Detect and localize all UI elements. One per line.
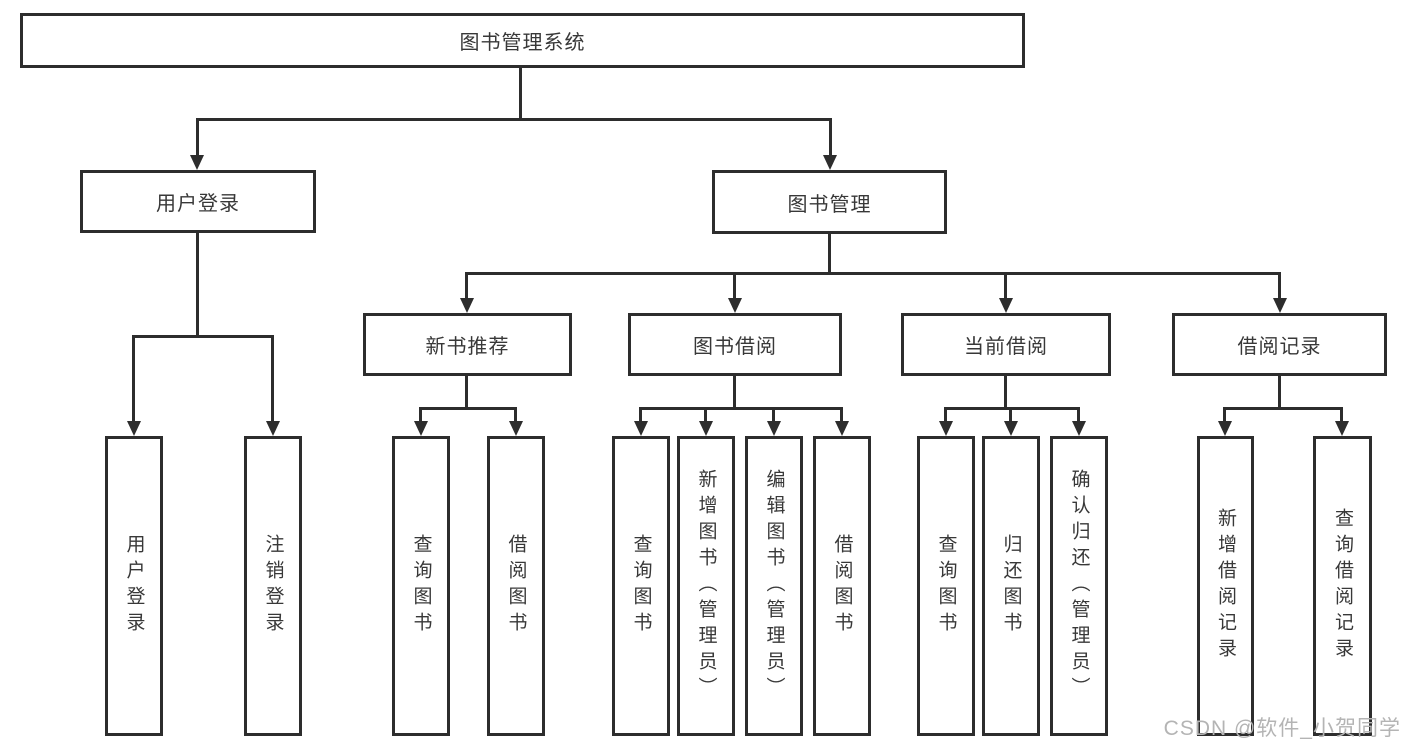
connector-line <box>1004 376 1007 408</box>
connector-line <box>519 68 522 118</box>
connector-line <box>419 407 422 421</box>
arrow-down-icon <box>190 155 204 170</box>
node-current-borrowing-label: 当前借阅 <box>964 336 1048 358</box>
node-book-borrowing: 图书借阅 <box>628 313 842 376</box>
connector-line <box>514 407 517 421</box>
connector-line <box>1009 407 1012 421</box>
leaf-confirm-return-admin-label: 确认归还（管理员） <box>1068 469 1090 703</box>
connector-line <box>1278 272 1281 299</box>
connector-line <box>465 376 468 408</box>
leaf-query-books-borrowing-label: 查询图书 <box>630 534 652 638</box>
node-new-book-recommend-label: 新书推荐 <box>425 336 510 358</box>
arrow-down-icon <box>999 298 1013 313</box>
node-root-label: 图书管理系统 <box>459 32 586 54</box>
leaf-query-borrow-record-label: 查询借阅记录 <box>1332 508 1353 664</box>
node-root: 图书管理系统 <box>20 13 1025 68</box>
connector-line <box>465 272 1281 275</box>
node-user-login-label: 用户登录 <box>156 193 240 215</box>
leaf-logout-label: 注销登录 <box>262 534 284 638</box>
leaf-add-books-admin-label: 新增图书（管理员） <box>695 469 717 703</box>
node-book-management: 图书管理 <box>712 170 947 234</box>
arrow-down-icon <box>509 421 523 436</box>
leaf-borrow-books-recommend: 借阅图书 <box>487 436 545 736</box>
connector-line <box>829 118 832 156</box>
connector-line <box>944 407 947 421</box>
connector-line <box>419 407 517 410</box>
arrow-down-icon <box>939 421 953 436</box>
node-borrow-records-label: 借阅记录 <box>1237 336 1322 358</box>
leaf-user-login: 用户登录 <box>105 436 163 736</box>
arrow-down-icon <box>1335 421 1349 436</box>
connector-line <box>1004 272 1007 299</box>
leaf-query-books-current-label: 查询图书 <box>935 534 957 638</box>
connector-line <box>196 233 199 335</box>
leaf-borrow-books-label: 借阅图书 <box>831 534 853 638</box>
leaf-borrow-books-recommend-label: 借阅图书 <box>505 534 527 638</box>
arrow-down-icon <box>767 421 781 436</box>
leaf-borrow-books: 借阅图书 <box>813 436 871 736</box>
arrow-down-icon <box>266 421 280 436</box>
connector-line <box>733 272 736 299</box>
connector-line <box>1077 407 1080 421</box>
node-book-borrowing-label: 图书借阅 <box>693 336 777 358</box>
arrow-down-icon <box>835 421 849 436</box>
connector-line <box>772 407 775 421</box>
leaf-logout: 注销登录 <box>244 436 302 736</box>
connector-line <box>944 407 1080 410</box>
connector-line <box>196 118 831 121</box>
leaf-edit-books-admin-label: 编辑图书（管理员） <box>763 469 785 703</box>
leaf-query-books-recommend-label: 查询图书 <box>410 534 432 638</box>
node-current-borrowing: 当前借阅 <box>901 313 1111 376</box>
arrow-down-icon <box>699 421 713 436</box>
connector-line <box>639 407 642 421</box>
connector-line <box>840 407 843 421</box>
leaf-return-books: 归还图书 <box>982 436 1040 736</box>
leaf-query-books-current: 查询图书 <box>917 436 975 736</box>
leaf-return-books-label: 归还图书 <box>1000 534 1022 638</box>
leaf-add-borrow-record-label: 新增借阅记录 <box>1215 508 1236 664</box>
connector-line <box>733 376 736 408</box>
leaf-query-books-borrowing: 查询图书 <box>612 436 670 736</box>
leaf-add-books-admin: 新增图书（管理员） <box>677 436 735 736</box>
arrow-down-icon <box>1072 421 1086 436</box>
node-book-management-label: 图书管理 <box>787 193 872 216</box>
connector-line <box>465 272 468 299</box>
connector-line <box>132 335 135 421</box>
connector-line <box>1340 407 1343 421</box>
arrow-down-icon <box>823 155 837 170</box>
leaf-confirm-return-admin: 确认归还（管理员） <box>1050 436 1108 736</box>
connector-line <box>704 407 707 421</box>
arrow-down-icon <box>127 421 141 436</box>
leaf-query-books-recommend: 查询图书 <box>392 436 450 736</box>
connector-line <box>639 407 843 410</box>
leaf-edit-books-admin: 编辑图书（管理员） <box>745 436 803 736</box>
leaf-query-borrow-record: 查询借阅记录 <box>1313 436 1372 736</box>
connector-line <box>1278 376 1281 408</box>
arrow-down-icon <box>634 421 648 436</box>
connector-line <box>271 335 274 421</box>
leaf-add-borrow-record: 新增借阅记录 <box>1197 436 1254 736</box>
connector-line <box>1223 407 1343 410</box>
arrow-down-icon <box>460 298 474 313</box>
connector-line <box>132 335 274 338</box>
connector-line <box>196 118 199 156</box>
arrow-down-icon <box>1218 421 1232 436</box>
csdn-watermark: CSDN @软件_小贺同学 <box>1163 717 1401 740</box>
connector-line <box>1223 407 1226 421</box>
leaf-user-login-label: 用户登录 <box>123 534 145 638</box>
node-new-book-recommend: 新书推荐 <box>363 313 572 376</box>
arrow-down-icon <box>1004 421 1018 436</box>
connector-line <box>828 234 831 272</box>
arrow-down-icon <box>414 421 428 436</box>
node-user-login: 用户登录 <box>80 170 316 233</box>
arrow-down-icon <box>728 298 742 313</box>
node-borrow-records: 借阅记录 <box>1172 313 1387 376</box>
arrow-down-icon <box>1273 298 1287 313</box>
